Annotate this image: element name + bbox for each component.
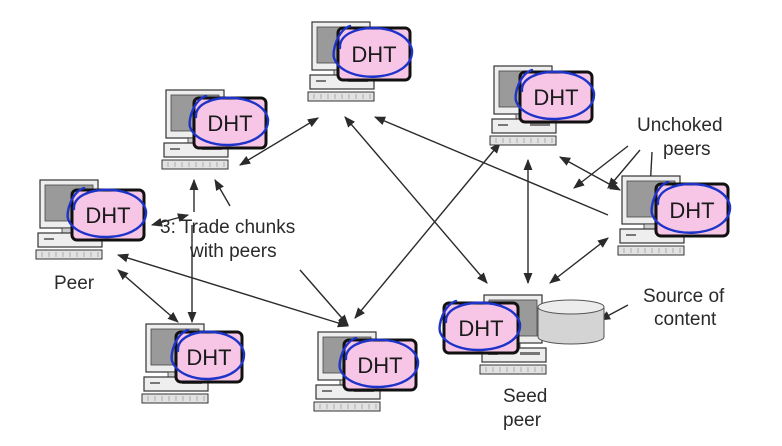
connection-arrows — [116, 116, 656, 328]
unchoked-peers-label-line2: peers — [663, 139, 711, 160]
computer-bottom-mid: DHT — [313, 331, 420, 412]
dht-label: DHT — [85, 203, 130, 228]
dht-label: DHT — [357, 353, 402, 378]
seed-peer-label-line2: peer — [503, 410, 542, 431]
edge-top-seed — [344, 116, 488, 284]
edge-left-upperleft — [150, 213, 190, 227]
dht-label: DHT — [669, 198, 714, 223]
pen-circle-annotation — [170, 328, 246, 381]
pen-circle-annotation — [650, 180, 732, 234]
keyboard-icon — [35, 249, 103, 260]
edge-unchoked-c — [573, 145, 629, 189]
source-of-content-label: Source of — [643, 286, 725, 307]
edge-bottommid-upperright — [354, 142, 501, 319]
edge-left-bottomleft — [117, 269, 179, 323]
content-disk-icon — [537, 299, 605, 345]
dht-box: DHT — [188, 94, 270, 150]
pen-circle-annotation — [66, 186, 148, 239]
edge-unchoked-a — [607, 149, 641, 189]
edge-trade-upperleft-b — [214, 179, 231, 207]
peer-label: Peer — [54, 273, 95, 294]
keyboard-icon — [489, 135, 557, 146]
computer-left: DHT — [35, 179, 148, 260]
keyboard-icon — [479, 364, 547, 375]
source-of-content-label-line2: content — [654, 309, 717, 330]
computer-right: DHT — [617, 175, 732, 256]
seed-peer-label: Seed — [503, 386, 547, 407]
trade-chunks-label-line2: with peers — [189, 241, 277, 262]
keyboard-icon — [617, 245, 685, 256]
keyboard-icon — [307, 91, 375, 102]
dht-label: DHT — [533, 85, 578, 110]
computer-upper-left: DHT — [161, 89, 270, 170]
dht-label: DHT — [207, 111, 252, 136]
edge-seed-right — [549, 237, 609, 284]
pen-circle-annotation — [188, 94, 270, 147]
dht-box: DHT — [66, 186, 148, 242]
trade-chunks-label: 3: Trade chunks — [160, 217, 295, 238]
dht-box: DHT — [338, 336, 420, 392]
dht-label: DHT — [351, 42, 396, 67]
dht-box: DHT — [438, 299, 522, 355]
pen-circle-annotation — [332, 24, 414, 78]
edge-left-bottommid — [116, 253, 350, 328]
dht-label: DHT — [458, 316, 503, 341]
dht-box: DHT — [514, 68, 596, 124]
dht-box: DHT — [332, 24, 414, 82]
keyboard-icon — [141, 393, 209, 404]
dht-box: DHT — [170, 328, 246, 384]
annotations: Peer 3: Trade chunks with peers Unchoked… — [54, 115, 725, 431]
computer-seed: DHT — [438, 294, 547, 375]
dht-label: DHT — [186, 345, 231, 370]
dht-box: DHT — [650, 180, 732, 238]
edge-trade-bottommid — [299, 269, 349, 326]
computer-bottom-left: DHT — [141, 323, 246, 404]
unchoked-peers-label: Unchoked — [637, 115, 723, 136]
pen-circle-annotation — [338, 336, 420, 389]
computer-upper-right: DHT — [489, 65, 596, 146]
pen-circle-annotation — [438, 299, 522, 352]
edge-source-disk — [599, 304, 629, 321]
computer-top: DHT — [307, 21, 414, 102]
keyboard-icon — [161, 159, 229, 170]
keyboard-icon — [313, 401, 381, 412]
edge-upperleft-top — [239, 117, 319, 166]
pen-circle-annotation — [514, 68, 596, 121]
peer-computers: DHT DHT DHT DHT DHT DHT DHT DHT — [35, 21, 732, 412]
